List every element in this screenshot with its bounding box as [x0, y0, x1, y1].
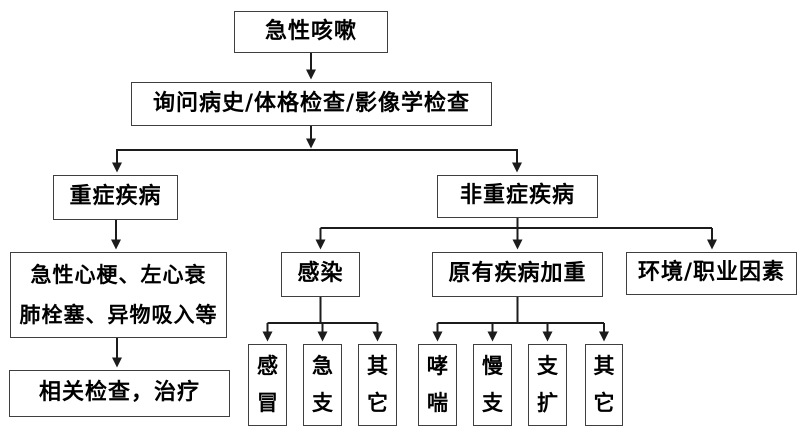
node-existing-disease-worsening: 原有疾病加重 [432, 252, 603, 297]
node-asthma: 哮喘 [418, 344, 457, 426]
node-existing-other: 其它 [585, 344, 623, 426]
node-acute-cough: 急性咳嗽 [234, 11, 388, 53]
node-severe-causes: 急性心梗、左心衰 肺栓塞、异物吸入等 [10, 252, 227, 338]
node-related-tests-treatment: 相关检查，治疗 [9, 370, 230, 417]
severe-causes-line-2: 肺栓塞、异物吸入等 [19, 303, 218, 327]
node-chronic-bronchitis: 慢支 [473, 344, 512, 426]
node-infection: 感染 [281, 252, 360, 297]
node-severe-disease: 重症疾病 [53, 175, 178, 220]
node-environment-occupational: 环境/职业因素 [626, 252, 797, 295]
severe-causes-line-1: 急性心梗、左心衰 [30, 263, 207, 287]
node-acute-bronchitis: 急支 [303, 344, 342, 426]
node-non-severe-disease: 非重症疾病 [437, 175, 598, 218]
node-common-cold: 感冒 [248, 344, 287, 426]
node-bronchiectasis: 支扩 [528, 344, 567, 426]
node-infection-other: 其它 [358, 344, 397, 426]
node-history-exam: 询问病史/体格检查/影像学检查 [131, 82, 492, 126]
